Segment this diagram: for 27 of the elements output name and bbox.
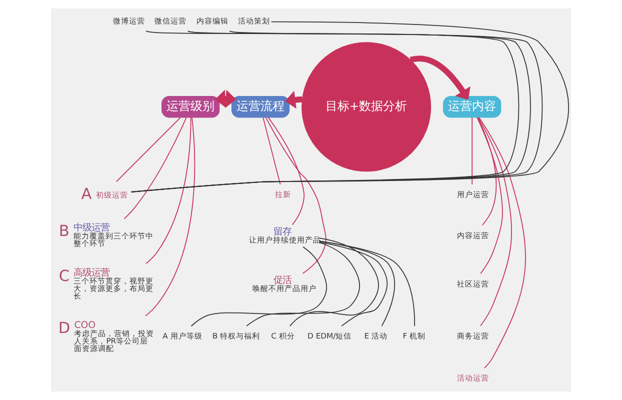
- connector: [268, 117, 305, 226]
- node-circle: 目标+数据分析: [302, 42, 432, 172]
- node-box: 运营内容: [443, 96, 502, 118]
- connector: [262, 117, 281, 185]
- connector: [477, 117, 497, 226]
- connector: [289, 238, 379, 326]
- connector: [124, 117, 187, 220]
- connector: [265, 117, 326, 274]
- connector: [190, 246, 327, 327]
- connector: [146, 117, 192, 264]
- node-label: A: [81, 185, 92, 204]
- node-label: D: [58, 319, 70, 338]
- connector: [145, 117, 196, 316]
- arrow: [215, 90, 236, 108]
- connector: [116, 117, 181, 182]
- node-label: B: [58, 222, 70, 240]
- node-label: C: [58, 266, 70, 285]
- arrow: [285, 90, 302, 109]
- connector: [318, 240, 416, 327]
- node-box: 运营流程: [231, 96, 290, 118]
- connector: [476, 117, 503, 274]
- node-box: 运营级别: [162, 96, 220, 118]
- connector: [246, 242, 360, 326]
- connector: [472, 117, 473, 185]
- connector: [478, 117, 512, 326]
- connector: [478, 117, 526, 368]
- arrow: [410, 56, 470, 100]
